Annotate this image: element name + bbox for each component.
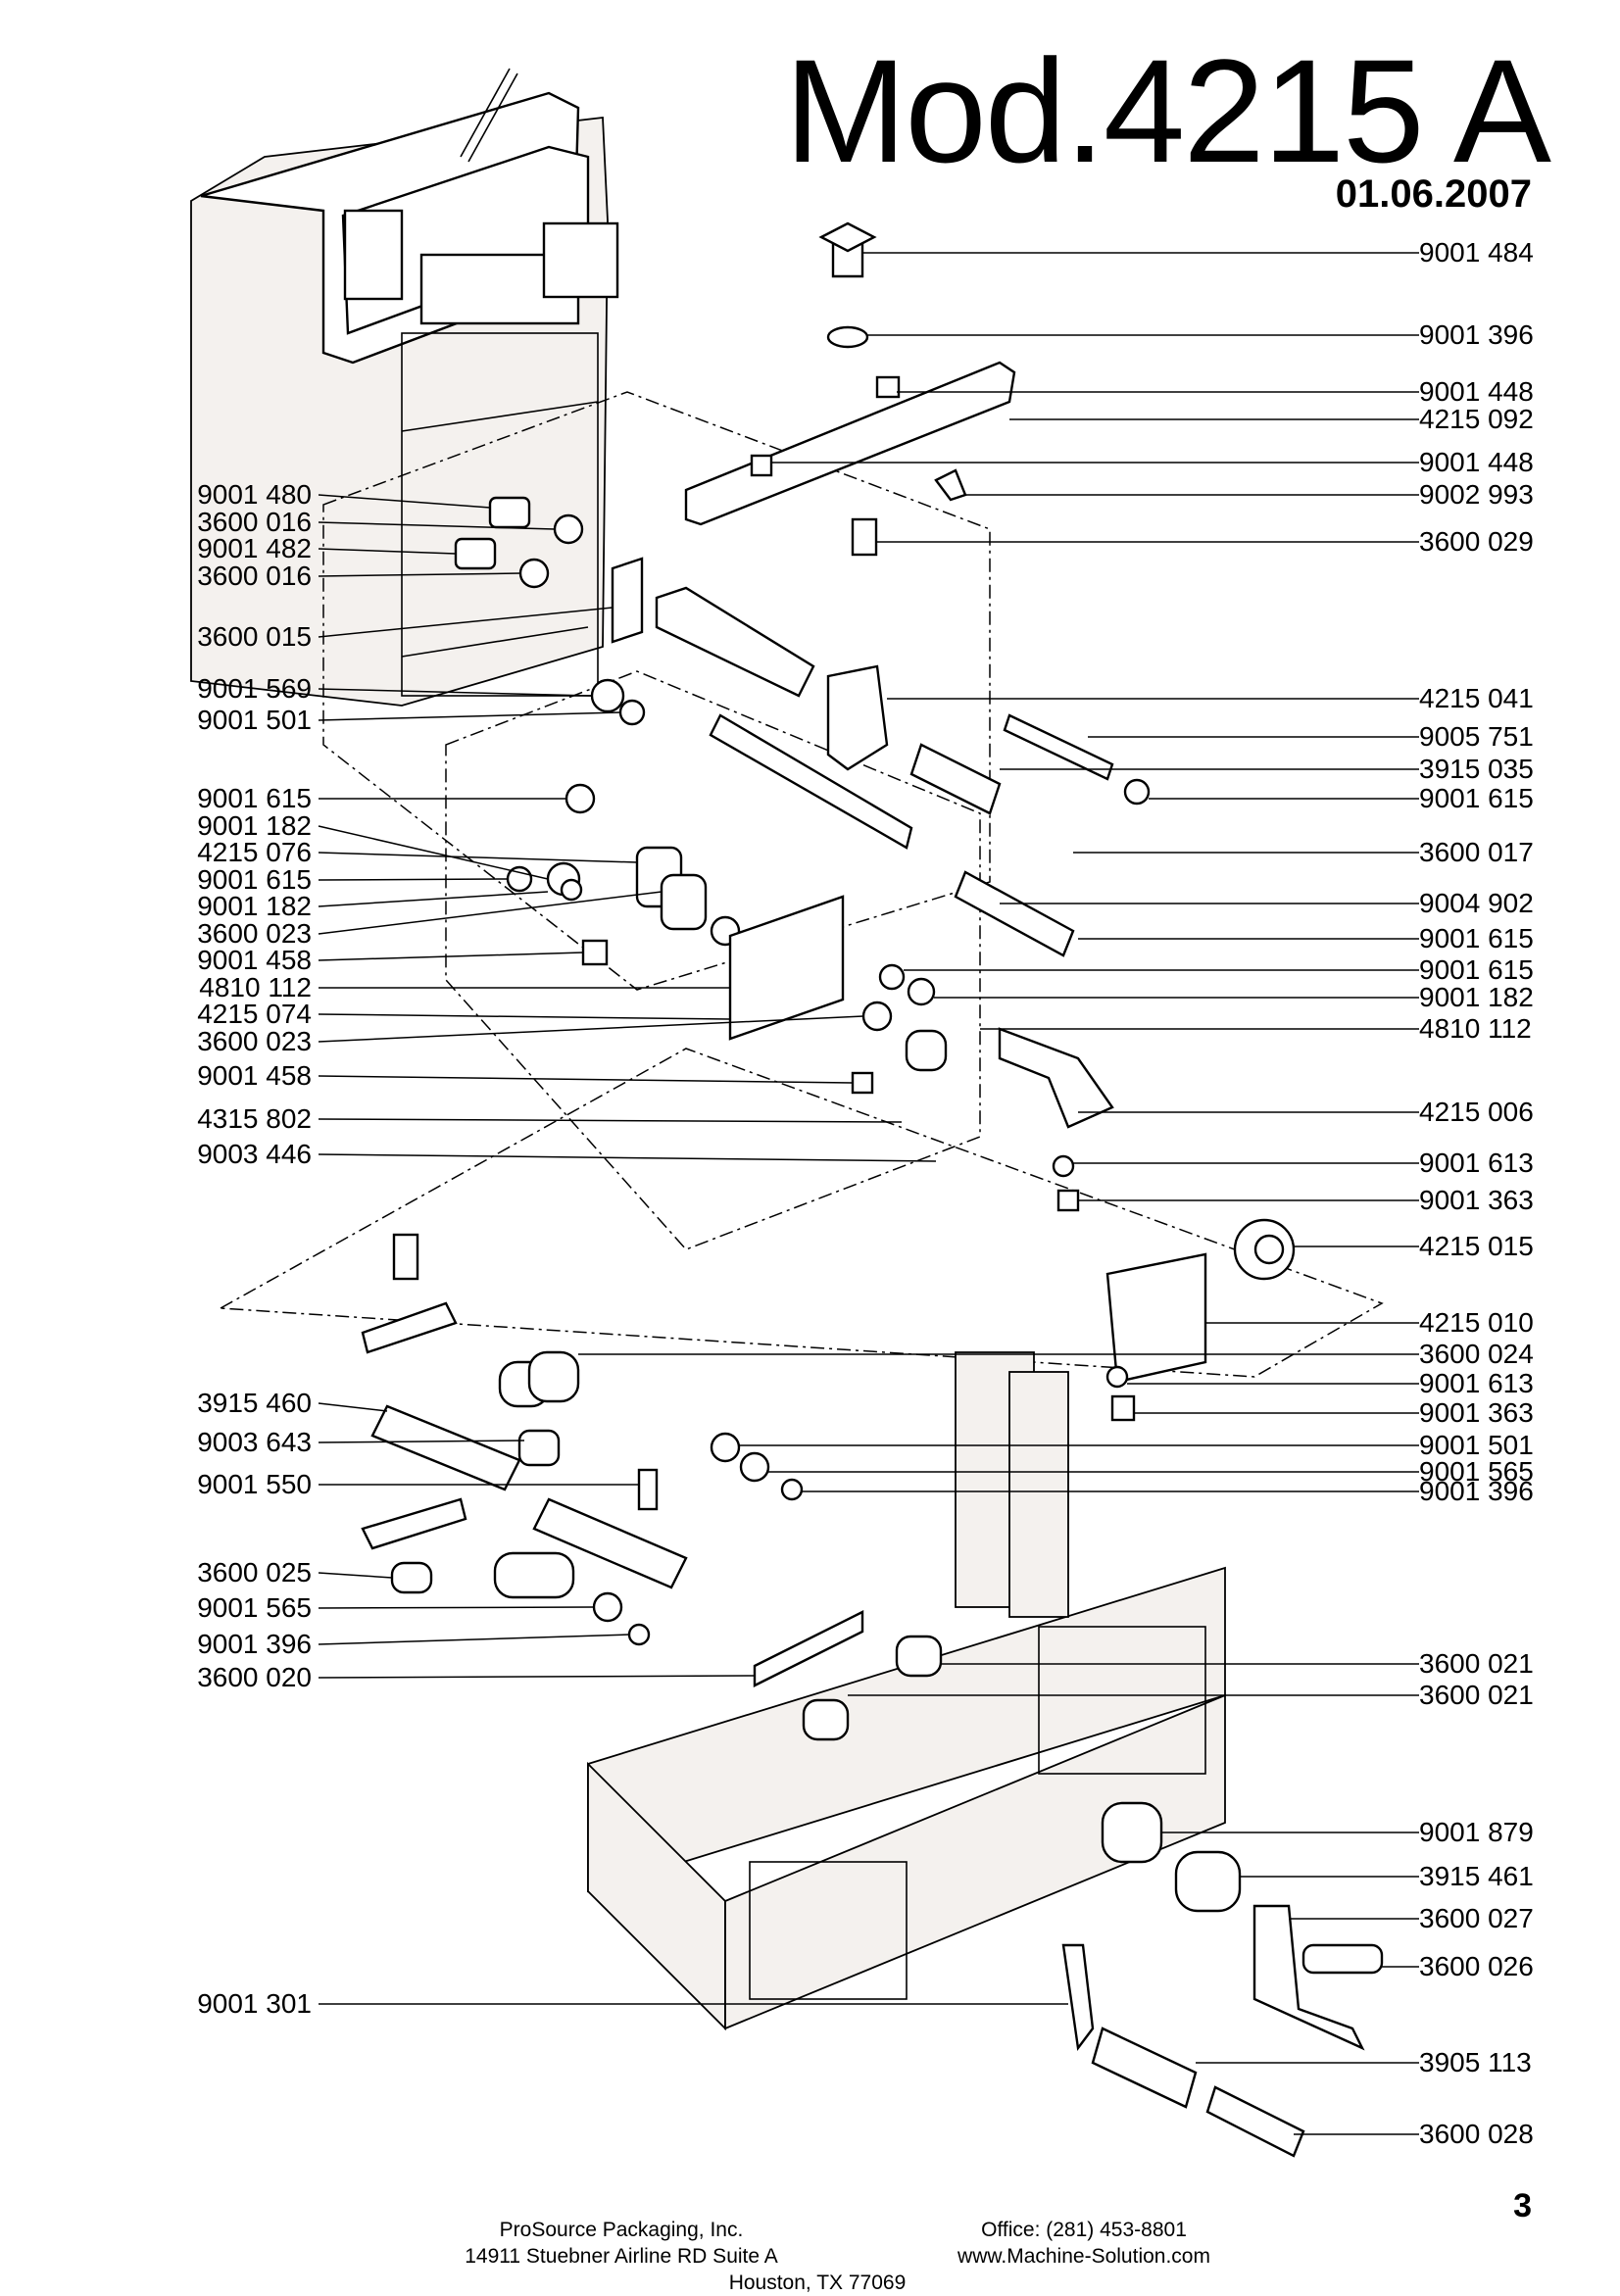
part-label-left: 9001 458 — [197, 1060, 312, 1091]
part-label-right: 9001 501 — [1419, 1430, 1534, 1460]
part-label-right: 9001 448 — [1419, 447, 1534, 477]
crank-assembly-parts — [1061, 1801, 1384, 2158]
part-label-right: 4215 015 — [1419, 1231, 1534, 1261]
part-label-left: 3600 016 — [197, 561, 312, 591]
part-label-right: 9001 879 — [1419, 1817, 1534, 1847]
part-label-left: 9001 482 — [197, 533, 312, 563]
part-label-right: 9005 751 — [1419, 721, 1534, 752]
part-label-right: 3600 021 — [1419, 1680, 1534, 1710]
part-label-left: 9001 182 — [197, 810, 312, 841]
part-label-right: 4215 006 — [1419, 1097, 1534, 1127]
part-label-left: 4315 802 — [197, 1103, 312, 1134]
part-label-left: 3600 020 — [197, 1662, 312, 1692]
part-label-right: 9001 448 — [1419, 376, 1534, 407]
part-label-left: 3600 023 — [197, 1026, 312, 1056]
part-label-right: 9001 396 — [1419, 1476, 1534, 1506]
part-label-right: 9001 613 — [1419, 1368, 1534, 1398]
footer-website-link[interactable]: www.Machine-Solution.com — [957, 2245, 1210, 2268]
part-label-left: 9001 501 — [197, 705, 312, 735]
part-label-right: 9001 615 — [1419, 923, 1534, 953]
part-label-right: 3915 461 — [1419, 1861, 1534, 1891]
part-label-left: 3915 460 — [197, 1388, 312, 1418]
machine-overview-drawing — [190, 68, 619, 707]
part-label-right: 4810 112 — [1419, 1013, 1532, 1044]
leader-lines-right — [578, 252, 1419, 2135]
model-title: Mod.4215 A — [784, 28, 1551, 193]
part-label-right: 4215 041 — [1419, 683, 1534, 713]
part-label-left: 9001 301 — [197, 1988, 312, 2019]
leader-lines-left — [318, 494, 1068, 2005]
part-label-left: 9001 565 — [197, 1592, 312, 1623]
part-label-left: 9001 615 — [197, 783, 312, 813]
base-housing-drawing — [587, 1351, 1226, 2031]
lower-shaft-parts — [361, 1233, 943, 1741]
part-label-right: 3600 024 — [1419, 1339, 1534, 1369]
part-label-right: 3915 035 — [1419, 754, 1534, 784]
part-label-left: 9003 446 — [197, 1139, 312, 1169]
part-label-right: 3600 021 — [1419, 1648, 1534, 1679]
part-label-right: 3600 017 — [1419, 837, 1534, 867]
part-label-right: 9001 613 — [1419, 1148, 1534, 1178]
part-label-left: 9001 569 — [197, 673, 312, 704]
part-label-left: 3600 023 — [197, 918, 312, 949]
part-label-right: 9001 565 — [1419, 1456, 1534, 1487]
footer-city: Houston, TX 77069 — [728, 2272, 907, 2294]
part-label-right: 9001 484 — [1419, 237, 1534, 268]
part-label-right: 4215 010 — [1419, 1307, 1534, 1338]
part-label-left: 4215 076 — [197, 837, 312, 867]
part-label-left: 9001 396 — [197, 1629, 312, 1659]
part-label-right: 9001 615 — [1419, 954, 1534, 985]
part-label-left: 4810 112 — [199, 972, 312, 1002]
part-label-left: 4215 074 — [197, 999, 312, 1029]
part-label-right: 9001 363 — [1419, 1397, 1534, 1428]
upper-shaft-parts — [454, 221, 1296, 1422]
part-label-left: 9001 615 — [197, 864, 312, 895]
footer-address: 14911 Stuebner Airline RD Suite A — [465, 2245, 778, 2268]
part-label-left: 9001 480 — [197, 479, 312, 510]
part-label-left: 3600 015 — [197, 621, 312, 652]
part-label-right: 3600 027 — [1419, 1903, 1534, 1933]
part-label-right: 3600 029 — [1419, 526, 1534, 557]
footer-company: ProSource Packaging, Inc. — [499, 2219, 744, 2241]
part-label-left: 3600 016 — [197, 507, 312, 537]
footer-office-phone: Office: (281) 453-8801 — [981, 2219, 1187, 2241]
part-label-right: 9004 902 — [1419, 888, 1534, 918]
part-label-right: 3600 026 — [1419, 1951, 1534, 1981]
part-label-right: 9001 615 — [1419, 783, 1534, 813]
part-label-left: 9001 458 — [197, 945, 312, 975]
revision-date: 01.06.2007 — [1335, 172, 1532, 216]
part-label-left: 3600 025 — [197, 1557, 312, 1588]
part-label-left: 9001 182 — [197, 891, 312, 921]
part-label-right: 9002 993 — [1419, 479, 1534, 510]
part-label-right: 9001 182 — [1419, 982, 1534, 1012]
part-label-left: 9003 643 — [197, 1427, 312, 1457]
page-number: 3 — [1513, 2187, 1532, 2224]
part-label-right: 9001 396 — [1419, 319, 1534, 350]
part-label-right: 4215 092 — [1419, 404, 1534, 434]
part-label-left: 9001 550 — [197, 1469, 312, 1499]
part-label-right: 3600 028 — [1419, 2119, 1534, 2149]
part-label-right: 3905 113 — [1419, 2047, 1532, 2077]
part-label-right: 9001 363 — [1419, 1185, 1534, 1215]
